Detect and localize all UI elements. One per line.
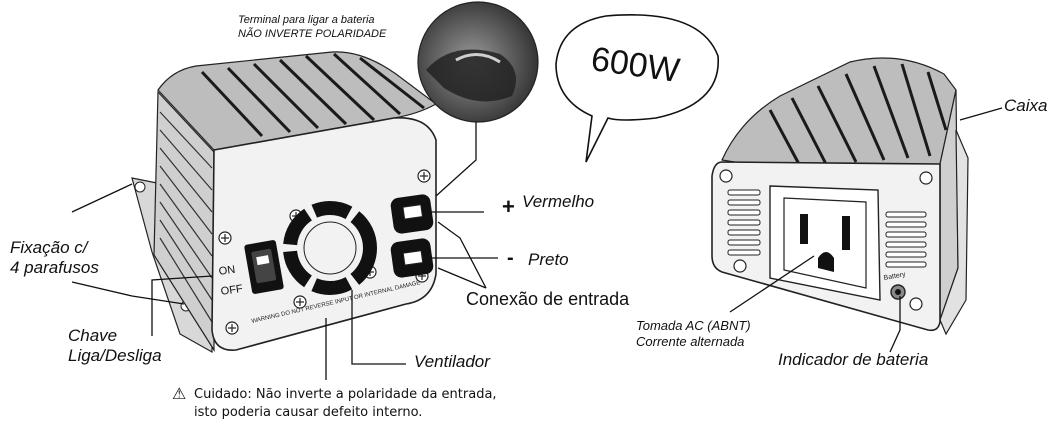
side-fins — [159, 111, 213, 323]
black-wire-label: Preto — [528, 250, 569, 269]
battery-indicator-label: Battery — [883, 271, 907, 282]
vent-slots-left — [727, 189, 761, 256]
outlet-slot-right — [842, 216, 850, 250]
vent-slots-right — [885, 211, 927, 268]
housing-label: Caixa — [1004, 96, 1048, 115]
outlet-ground — [818, 252, 834, 272]
housing-top — [157, 51, 438, 151]
switch-label-line2: Liga/Desliga — [68, 346, 162, 365]
ac-outlet — [769, 185, 881, 301]
plus-sign: + — [502, 194, 515, 219]
switch-on-label: ON — [218, 263, 237, 278]
right-inverter: Battery — [711, 57, 969, 336]
input-connection-label: Conexão de entrada — [466, 289, 630, 309]
right-mounting-flange — [939, 129, 969, 336]
outlet-label-line1: Tomada AC (ABNT) — [636, 318, 751, 333]
fan-label: Ventilador — [414, 352, 490, 371]
minus-sign: - — [507, 247, 514, 269]
battery-indicator-callout: Indicador de bateria — [778, 350, 929, 369]
right-housing-top — [721, 57, 957, 169]
power-switch-led — [256, 255, 270, 266]
switch-label-line1: Chave — [68, 326, 118, 345]
callout-lines — [71, 107, 1003, 380]
mounting-label-line2: 4 parafusos — [10, 258, 99, 277]
outlet-slot-left — [800, 214, 808, 244]
mounting-label-line1: Fixação c/ — [10, 238, 88, 257]
warning-line1: Cuidado: Não inverte a polaridade da ent… — [194, 387, 497, 402]
flange-hole-top — [134, 181, 146, 193]
power-bubble — [555, 14, 719, 163]
fan — [283, 201, 377, 295]
outlet-label-line2: Corrente alternada — [636, 334, 745, 349]
red-wire-label: Vermelho — [522, 192, 595, 211]
terminal-caption-line1: Terminal para ligar a bateria — [238, 14, 375, 26]
housing-side — [153, 90, 215, 353]
terminal-caption-line2: NÃO INVERTE POLARIDADE — [238, 28, 387, 40]
warning-line2: isto poderia causar defeito interno. — [194, 405, 423, 420]
right-top-fins — [768, 63, 948, 167]
left-inverter: WARNING DO NOT REVERSE INPUT OR INTERNAL… — [131, 51, 438, 354]
warning-triangle-icon: ⚠ — [172, 386, 187, 403]
top-fins — [200, 52, 425, 138]
